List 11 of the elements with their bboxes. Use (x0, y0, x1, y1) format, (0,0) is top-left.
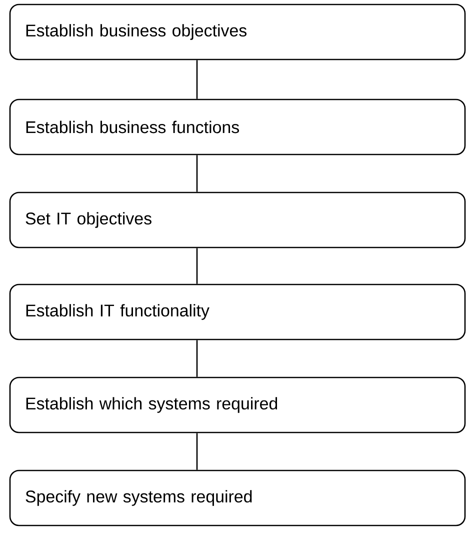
process-box: Specify new systems required (9, 470, 466, 526)
connector-line (196, 155, 198, 192)
connector-line (196, 60, 198, 99)
process-box: Establish business functions (9, 98, 466, 156)
process-box: Set IT objectives (9, 192, 466, 248)
connector-line (196, 433, 198, 470)
connector-line (196, 248, 198, 284)
process-box: Establish which systems required (9, 376, 466, 434)
process-box: Establish business objectives (9, 4, 466, 60)
connector-line (196, 340, 198, 377)
process-box: Establish IT functionality (9, 284, 466, 340)
